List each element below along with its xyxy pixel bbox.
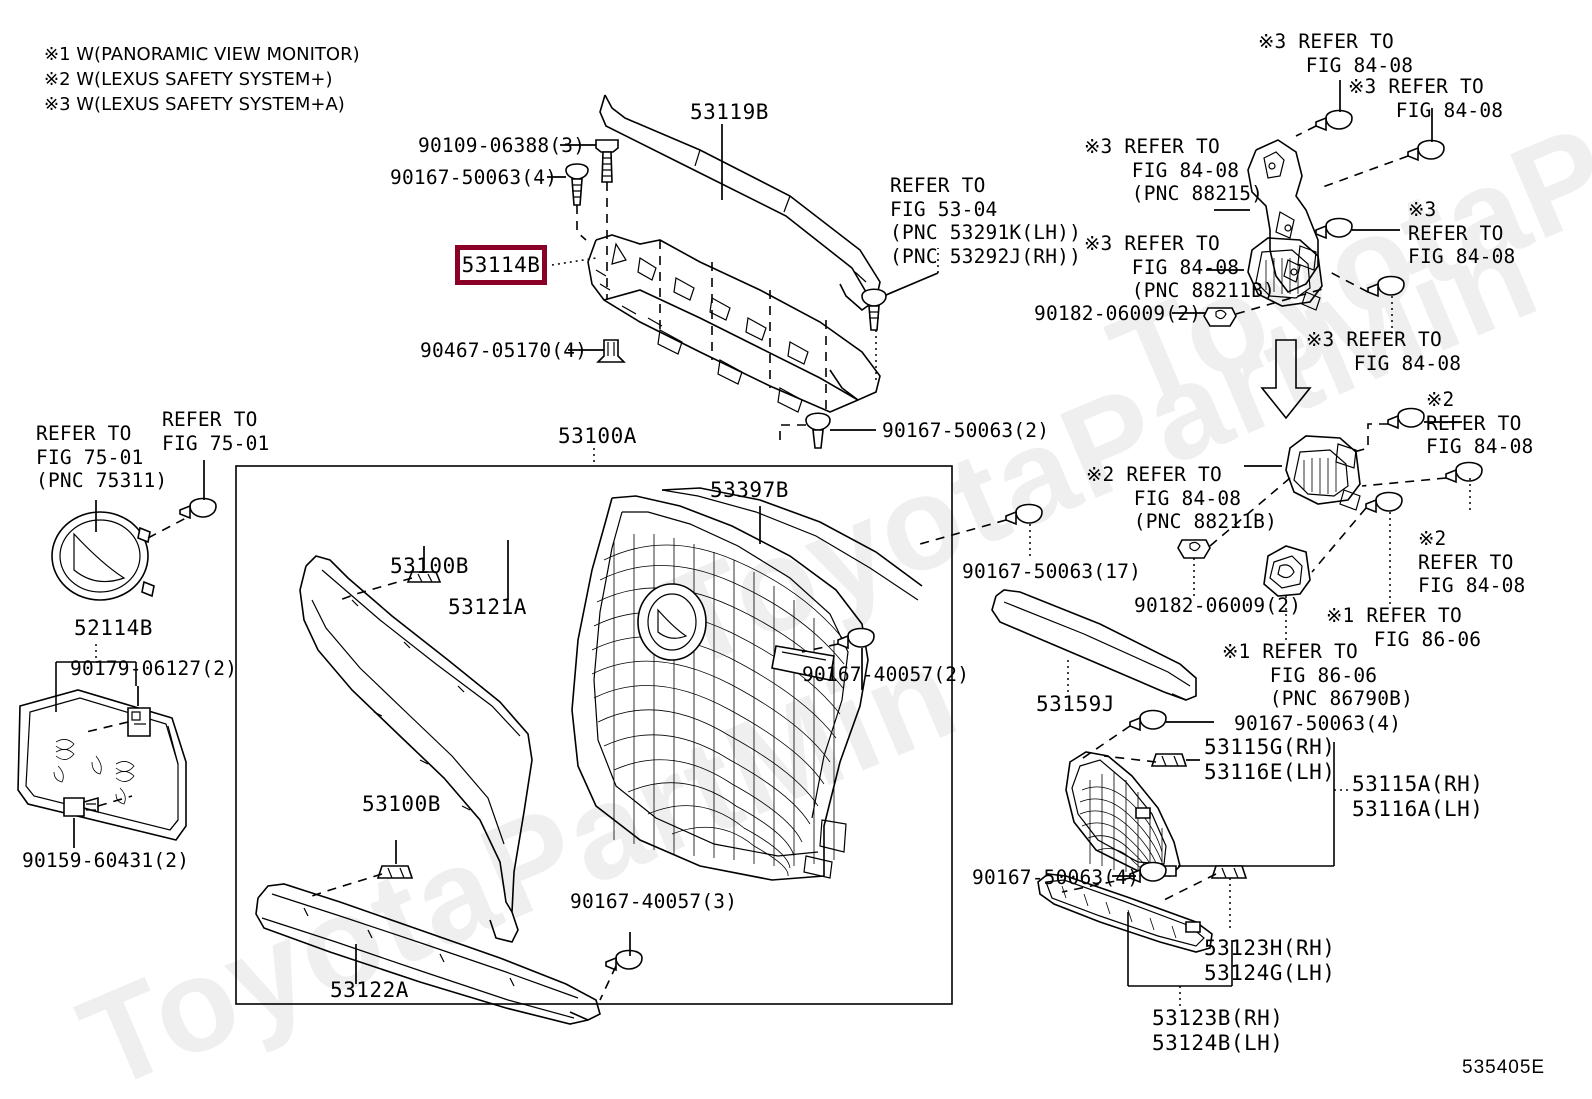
label-53115g-53116e: 53115G(RH) 53116E(LH): [1204, 735, 1336, 784]
label-refer-84-08-pnc88211b: ※3 REFER TO FIG 84-08 (PNC 88211B): [1084, 232, 1276, 302]
label-53121a: 53121A: [448, 595, 527, 619]
fastener-88215-bolt-top: [1315, 109, 1353, 132]
part-53159j-shape: [991, 589, 1197, 701]
part-53119b-shape: [599, 94, 881, 312]
fastener-88215-bolt-right: [1407, 139, 1445, 162]
label-53397b: 53397B: [710, 478, 789, 502]
fastener-90167-40057-2: [837, 627, 875, 650]
label-refer-84-08-pnc88211b-2: ※2 REFER TO FIG 84-08 (PNC 88211B): [1086, 463, 1278, 533]
fastener-88211b-lower-bolt-right: [1445, 461, 1483, 484]
label-90167-40057-2: 90167-40057(2): [802, 663, 970, 686]
fastener-90167-50063-4c: [1129, 861, 1167, 884]
label-refer-84-08-d: ※3 REFER TO FIG 84-08: [1306, 328, 1462, 375]
label-53123b-53124b: 53123B(RH) 53124B(LH): [1152, 1006, 1284, 1055]
label-90167-50063-4a: 90167-50063(4): [390, 166, 558, 189]
legend-item-3: ※3 W(LEXUS SAFETY SYSTEM+A): [44, 94, 345, 115]
label-refer-fig-75-01-bolt: REFER TO FIG 75-01: [162, 408, 270, 455]
label-90467-05170: 90467-05170(4): [420, 339, 588, 362]
highlighted-part-number[interactable]: 53114B: [455, 245, 547, 285]
label-refer-84-08-e: ※2 REFER TO FIG 84-08: [1426, 388, 1534, 458]
label-90167-50063-2: 90167-50063(2): [882, 419, 1050, 442]
label-refer-84-08-f: ※2 REFER TO FIG 84-08: [1418, 527, 1526, 597]
label-53123h-53124g: 53123H(RH) 53124G(LH): [1204, 936, 1336, 985]
clip-53100b-lower: [376, 865, 414, 879]
part-lexus-emblem: [51, 511, 155, 601]
part-53397b-shape: [571, 495, 869, 881]
label-90182-06009-b: 90182-06009(2): [1134, 594, 1302, 617]
fastener-88215-bolt-mid: [1315, 217, 1353, 240]
label-90179-06127: 90179-06127(2): [70, 657, 238, 680]
label-90167-40057-3: 90167-40057(3): [570, 890, 738, 913]
label-90167-50063-4b: 90167-50063(4): [1234, 712, 1402, 735]
legend-item-1: ※1 W(PANORAMIC VIEW MONITOR): [44, 44, 360, 65]
label-52114b: 52114B: [74, 616, 153, 640]
label-53122a: 53122A: [330, 978, 409, 1002]
part-52114b-shape: [17, 689, 187, 841]
fastener-90179-06127: [127, 707, 151, 737]
label-53159j: 53159J: [1036, 692, 1115, 716]
label-53115a-53116a: 53115A(RH) 53116A(LH): [1352, 772, 1484, 821]
label-90109-06388: 90109-06388(3): [418, 134, 586, 157]
fastener-90182-06009-lower: [1177, 539, 1211, 559]
label-refer-86-06-a: ※1 REFER TO FIG 86-06: [1326, 604, 1482, 651]
part-pnc-88211b-lower: [1285, 435, 1361, 511]
label-90167-50063-4c: 90167-50063(4): [972, 866, 1140, 889]
legend-item-2: ※2 W(LEXUS SAFETY SYSTEM+): [44, 69, 333, 90]
fastener-88211b-lower-bolt-top: [1387, 407, 1425, 430]
fastener-refer-53-04: [861, 288, 887, 331]
label-refer-fig-75-01-emblem: REFER TO FIG 75-01 (PNC 75311): [36, 422, 168, 492]
figure-code: 535405E: [1462, 1057, 1546, 1078]
fastener-90167-50063-a: [565, 163, 589, 206]
label-53100b-lower: 53100B: [362, 792, 441, 816]
label-refer-84-08-pnc88215: ※3 REFER TO FIG 84-08 (PNC 88215): [1084, 135, 1264, 205]
part-53114b-shape: [587, 234, 881, 413]
part-53115a-shape: [1065, 751, 1181, 881]
fastener-86790b-bolt: [1365, 491, 1403, 514]
label-refer-fig-53-04: REFER TO FIG 53-04 (PNC 53291K(LH)) (PNC…: [890, 174, 1082, 268]
label-53119b: 53119B: [690, 100, 769, 124]
fastener-90109-06388: [595, 139, 619, 183]
clip-53115g-53116e: [1150, 753, 1188, 767]
part-53121a-shape: [299, 555, 533, 943]
part-pnc-86790b: [1263, 545, 1311, 597]
fastener-emblem-bolt: [179, 497, 217, 520]
part-pnc-88211b-upper: [1247, 237, 1323, 311]
label-90159-60431: 90159-60431(2): [22, 849, 190, 872]
fastener-90467-05170: [596, 339, 626, 363]
label-refer-84-08-c: ※3 REFER TO FIG 84-08: [1408, 198, 1516, 268]
fastener-90167-50063-17: [1005, 503, 1043, 526]
label-90182-06009-a: 90182-06009(2): [1034, 302, 1202, 325]
label-53100a: 53100A: [558, 424, 637, 448]
label-refer-84-08-b: ※3 REFER TO FIG 84-08: [1348, 75, 1504, 122]
fastener-90182-06009-upper: [1203, 307, 1237, 327]
fastener-90167-50063-b: [805, 412, 831, 449]
part-pnc-88215: [1247, 139, 1319, 293]
fastener-88211b-bolt-right: [1367, 275, 1405, 298]
fastener-90159-60431: [63, 796, 99, 817]
label-refer-86-06-pnc86790b: ※1 REFER TO FIG 86-06 (PNC 86790B): [1222, 640, 1414, 710]
flow-arrow: [1260, 339, 1312, 420]
clip-53123h-53124g: [1210, 865, 1248, 879]
fastener-90167-50063-4b: [1129, 709, 1167, 732]
label-90167-50063-17: 90167-50063(17): [962, 560, 1142, 583]
part-53122a-shape: [255, 883, 601, 1025]
fastener-90167-40057-3: [605, 949, 643, 972]
label-53100b-upper: 53100B: [390, 554, 469, 578]
label-refer-84-08-a: ※3 REFER TO FIG 84-08: [1258, 30, 1414, 77]
